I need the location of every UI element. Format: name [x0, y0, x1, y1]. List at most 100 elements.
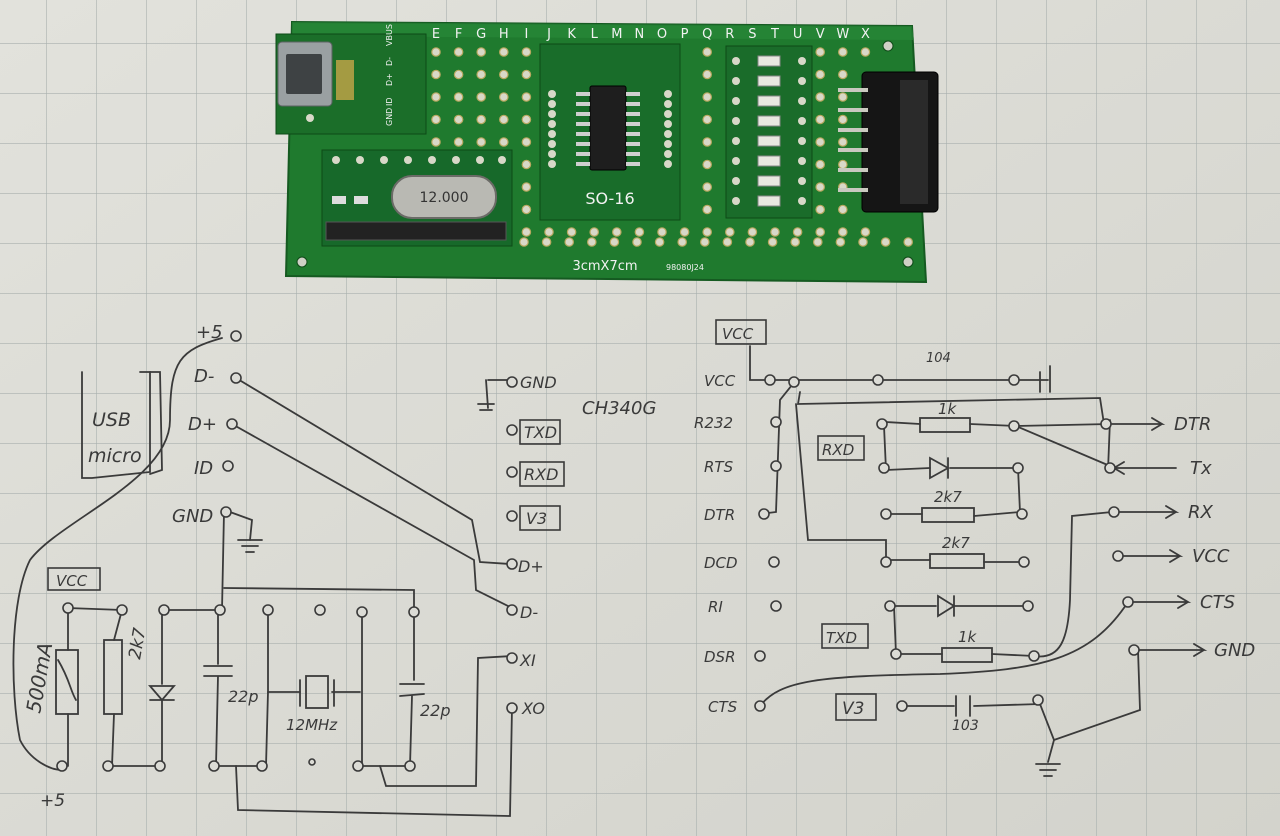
usb-pin-text: D+: [188, 414, 217, 435]
output-label: Tx: [1190, 458, 1212, 479]
pcb-hole: [798, 177, 806, 185]
column-letter: Q: [702, 27, 712, 42]
pcb-hole: [815, 227, 825, 237]
pcb-hole: [453, 137, 464, 147]
pcb-hole: [632, 237, 642, 247]
pcb-hole: [664, 150, 672, 158]
output-label: DTR: [1174, 414, 1211, 435]
pcb-hole: [732, 137, 740, 145]
column-letter: U: [793, 27, 803, 42]
chip-leg: [626, 112, 640, 116]
resistor-1k-top: [919, 417, 971, 433]
pcb-hole: [815, 137, 825, 147]
pcb-hole: [431, 47, 441, 57]
pcb-hole: [815, 92, 825, 102]
crystal-module: 12.000: [321, 149, 513, 247]
pcb-hole: [732, 177, 740, 185]
column-letter: H: [499, 27, 509, 42]
pcb-hole: [837, 114, 848, 125]
plus5-bottom-label: +5: [40, 791, 65, 811]
header-pin: [838, 188, 868, 192]
pcb-hole: [521, 114, 532, 125]
resistor-2k7-low: [929, 553, 985, 569]
chip-left-pin-label: RXD: [524, 465, 558, 484]
pcb-hole: [548, 140, 556, 148]
pcb-hole: [521, 69, 532, 80]
chip-right-pin-label: DSR: [704, 648, 736, 666]
resistor-1k-bottom: [941, 647, 993, 663]
pcb-hole: [835, 237, 846, 247]
chip-leg: [576, 142, 590, 146]
pcb-hole: [798, 57, 806, 65]
pcb-hole: [702, 182, 712, 192]
pcb-hole: [548, 90, 556, 98]
pcb-hole: [654, 237, 665, 247]
pcb-hole: [815, 159, 825, 170]
pcb-hole: [657, 227, 667, 237]
vcc-box-left: VCC: [56, 572, 88, 590]
pcb-hole: [747, 227, 758, 237]
pcb-hole: [837, 159, 848, 170]
output-label: RX: [1188, 502, 1214, 523]
usb-pin-text: GND: [172, 506, 213, 527]
pcb-hole: [815, 204, 825, 215]
chip-leg: [626, 92, 640, 96]
pcb-hole: [548, 130, 556, 138]
ch340g-chip: [589, 85, 627, 171]
usb-pin-text: D-: [194, 366, 214, 387]
pcb-hole: [724, 227, 735, 237]
smd-part: [757, 115, 781, 127]
pcb-hole: [858, 237, 868, 247]
pcb-hole: [498, 114, 509, 125]
pcb-hole: [453, 47, 464, 57]
chip-leg: [626, 132, 640, 136]
pcb-hole: [521, 159, 532, 170]
chip-right-pin-label: DTR: [704, 506, 735, 524]
pcb-hole: [564, 237, 574, 247]
pcb-hole: [548, 160, 556, 168]
board-serial: 98080J24: [666, 263, 704, 272]
chip-leg: [576, 162, 590, 166]
pin-header-connector: [838, 71, 939, 213]
usb-block-label-1: USB: [92, 409, 131, 431]
pcb-hole: [770, 227, 780, 237]
usb-pin-label: D+: [385, 73, 394, 86]
pcb-hole: [815, 47, 825, 57]
mount-hole: [882, 40, 894, 52]
column-letter: T: [770, 27, 779, 42]
vcc-box-right: VCC: [722, 325, 754, 343]
pcb-hole: [722, 237, 733, 247]
resistor-2k7-mid: [921, 507, 975, 523]
pcb-hole: [860, 227, 871, 237]
pcb-hole: [732, 77, 740, 85]
chip-left-pin-label: D+: [518, 557, 544, 576]
chip-leg: [626, 142, 640, 146]
pcb-hole: [476, 47, 486, 57]
pcb-hole: [431, 137, 441, 147]
crystal-label: 12.000: [420, 190, 469, 206]
pcb-hole: [664, 110, 672, 118]
pcb-hole: [732, 57, 740, 65]
pcb-hole: [611, 227, 622, 237]
chip-leg: [576, 122, 590, 126]
pcb-hole: [521, 227, 532, 237]
pcb-hole: [609, 237, 620, 247]
pcb-hole: [519, 237, 529, 247]
smd-part: [757, 155, 781, 167]
column-letter: X: [861, 27, 870, 42]
txd-box-label: TXD: [826, 629, 857, 647]
pcb-hole: [837, 47, 848, 57]
column-letter: M: [611, 27, 622, 42]
column-letter: O: [657, 27, 667, 42]
chip-left-pin-label: V3: [526, 509, 547, 528]
chip-right-pin-label: VCC: [704, 372, 736, 390]
column-letter: G: [476, 27, 486, 42]
pcb-hole: [792, 227, 803, 237]
pcb-hole: [798, 117, 806, 125]
resistor-2k7: [103, 639, 123, 715]
chip-left-pin-label: D-: [520, 603, 538, 622]
pcb-hole: [798, 77, 806, 85]
usb-pin-label: VBUS: [385, 24, 394, 46]
